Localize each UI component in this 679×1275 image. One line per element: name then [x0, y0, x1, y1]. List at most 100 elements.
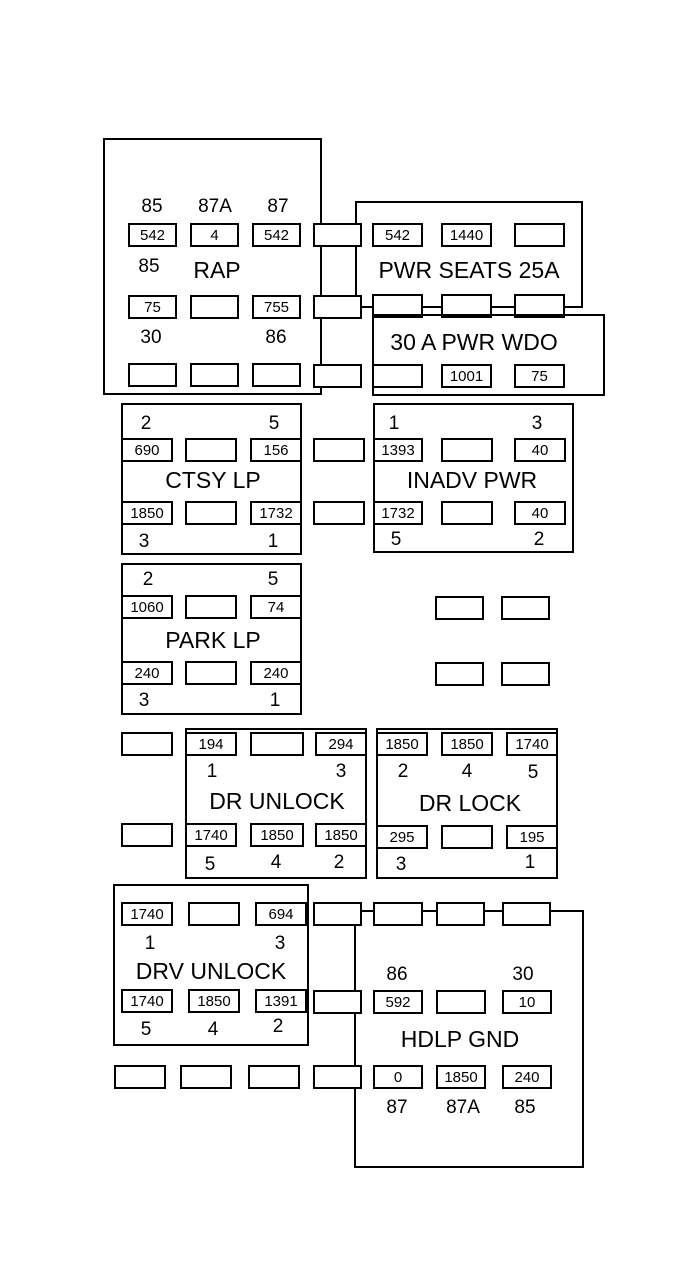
empty-cavity-7[interactable] [501, 596, 550, 620]
terminal-dr-unlock-6[interactable]: 1850 [315, 823, 367, 847]
terminal-inadv-pwr-1[interactable]: 1393 [373, 438, 423, 462]
terminal-ctsy-lp-5[interactable] [185, 501, 237, 525]
terminal-pwr-seats-25a-3[interactable] [514, 223, 565, 247]
terminal-rap-6[interactable]: 755 [252, 295, 301, 319]
terminal-ctsy-lp-2[interactable] [185, 438, 237, 462]
empty-cavity-1[interactable] [313, 223, 362, 247]
pin-label-inadv-pwr-1: 1 [388, 413, 400, 434]
terminal-ctsy-lp-1[interactable]: 690 [121, 438, 173, 462]
terminal-dr-lock-5[interactable] [441, 825, 493, 849]
empty-cavity-10[interactable] [121, 732, 173, 756]
terminal-rap-1[interactable]: 542 [128, 223, 177, 247]
relay-inadv-pwr[interactable] [373, 403, 574, 553]
pin-label-hdlp-gnd-5: 85 [514, 1097, 536, 1118]
terminal-hdlp-gnd-6[interactable]: 240 [502, 1065, 552, 1089]
terminal-ctsy-lp-3[interactable]: 156 [250, 438, 302, 462]
pin-label-dr-unlock-3: 5 [204, 854, 216, 875]
relay-pwr-seats-25a[interactable] [355, 201, 583, 308]
relay-title-hdlp-gnd: HDLP GND [400, 1026, 520, 1052]
empty-cavity-13[interactable] [373, 902, 423, 926]
empty-cavity-18[interactable] [114, 1065, 166, 1089]
relay-park-lp[interactable] [121, 563, 302, 715]
terminal-rap-7[interactable] [128, 363, 177, 387]
terminal-hdlp-gnd-2[interactable] [436, 990, 486, 1014]
terminal-park-lp-1[interactable]: 1060 [121, 595, 173, 619]
terminal-dr-lock-3[interactable]: 1740 [506, 732, 558, 756]
relay-rap[interactable] [103, 138, 322, 395]
pin-label-park-lp-1: 2 [142, 569, 154, 590]
terminal-rap-5[interactable] [190, 295, 239, 319]
pin-label-dr-lock-1: 2 [397, 761, 409, 782]
terminal-hdlp-gnd-1[interactable]: 592 [373, 990, 423, 1014]
terminal-30-a-pwr-wdo-1[interactable] [372, 364, 423, 388]
empty-cavity-17[interactable] [313, 1065, 362, 1089]
terminal-dr-lock-4[interactable]: 295 [376, 825, 428, 849]
empty-cavity-15[interactable] [502, 902, 551, 926]
terminal-drv-unlock-2[interactable] [188, 902, 240, 926]
terminal-drv-unlock-4[interactable]: 1740 [121, 989, 173, 1013]
pin-label-rap-6: 86 [265, 327, 287, 348]
terminal-dr-lock-6[interactable]: 195 [506, 825, 558, 849]
terminal-dr-unlock-4[interactable]: 1740 [185, 823, 237, 847]
terminal-hdlp-gnd-3[interactable]: 10 [502, 990, 552, 1014]
terminal-rap-2[interactable]: 4 [190, 223, 239, 247]
pin-label-drv-unlock-4: 4 [207, 1019, 219, 1040]
empty-cavity-5[interactable] [313, 501, 365, 525]
terminal-inadv-pwr-3[interactable]: 40 [514, 438, 566, 462]
terminal-inadv-pwr-5[interactable] [441, 501, 493, 525]
pin-label-rap-1: 85 [141, 196, 163, 217]
terminal-inadv-pwr-6[interactable]: 40 [514, 501, 566, 525]
terminal-park-lp-6[interactable]: 240 [250, 661, 302, 685]
terminal-hdlp-gnd-4[interactable]: 0 [373, 1065, 423, 1089]
terminal-drv-unlock-5[interactable]: 1850 [188, 989, 240, 1013]
terminal-park-lp-5[interactable] [185, 661, 237, 685]
terminal-rap-8[interactable] [190, 363, 239, 387]
empty-cavity-9[interactable] [501, 662, 550, 686]
terminal-dr-unlock-1[interactable]: 194 [185, 732, 237, 756]
terminal-dr-lock-1[interactable]: 1850 [376, 732, 428, 756]
terminal-dr-unlock-5[interactable]: 1850 [250, 823, 304, 847]
terminal-hdlp-gnd-5[interactable]: 1850 [436, 1065, 486, 1089]
terminal-rap-9[interactable] [252, 363, 301, 387]
relay-dr-lock[interactable] [376, 728, 558, 879]
terminal-pwr-seats-25a-2[interactable]: 1440 [441, 223, 492, 247]
relay-title-ctsy-lp: CTSY LP [165, 467, 261, 493]
relay-dr-unlock[interactable] [185, 728, 367, 879]
relay-title-pwr-seats-25a: PWR SEATS 25A [378, 257, 560, 283]
empty-cavity-2[interactable] [313, 295, 362, 319]
pin-label-ctsy-lp-1: 2 [140, 413, 152, 434]
relay-30-a-pwr-wdo[interactable] [372, 314, 605, 396]
empty-cavity-19[interactable] [180, 1065, 232, 1089]
terminal-30-a-pwr-wdo-2[interactable]: 1001 [441, 364, 492, 388]
empty-cavity-16[interactable] [313, 990, 362, 1014]
pin-label-dr-lock-4: 3 [395, 854, 407, 875]
empty-cavity-8[interactable] [435, 662, 484, 686]
terminal-park-lp-2[interactable] [185, 595, 237, 619]
terminal-drv-unlock-3[interactable]: 694 [255, 902, 307, 926]
empty-cavity-20[interactable] [248, 1065, 300, 1089]
empty-cavity-12[interactable] [313, 902, 362, 926]
terminal-rap-4[interactable]: 75 [128, 295, 177, 319]
terminal-park-lp-4[interactable]: 240 [121, 661, 173, 685]
relay-ctsy-lp[interactable] [121, 403, 302, 555]
empty-cavity-14[interactable] [436, 902, 485, 926]
terminal-inadv-pwr-2[interactable] [441, 438, 493, 462]
empty-cavity-6[interactable] [435, 596, 484, 620]
terminal-park-lp-3[interactable]: 74 [250, 595, 302, 619]
relay-drv-unlock[interactable] [113, 884, 309, 1046]
terminal-dr-unlock-3[interactable]: 294 [315, 732, 367, 756]
terminal-dr-unlock-2[interactable] [250, 732, 304, 756]
empty-cavity-3[interactable] [313, 364, 362, 388]
terminal-inadv-pwr-4[interactable]: 1732 [373, 501, 423, 525]
empty-cavity-11[interactable] [121, 823, 173, 847]
terminal-drv-unlock-6[interactable]: 1391 [255, 989, 307, 1013]
terminal-pwr-seats-25a-1[interactable]: 542 [372, 223, 423, 247]
terminal-ctsy-lp-6[interactable]: 1732 [250, 501, 302, 525]
pin-label-dr-unlock-4: 4 [270, 852, 282, 873]
empty-cavity-4[interactable] [313, 438, 365, 462]
terminal-ctsy-lp-4[interactable]: 1850 [121, 501, 173, 525]
terminal-drv-unlock-1[interactable]: 1740 [121, 902, 173, 926]
terminal-30-a-pwr-wdo-3[interactable]: 75 [514, 364, 565, 388]
terminal-dr-lock-2[interactable]: 1850 [441, 732, 493, 756]
terminal-rap-3[interactable]: 542 [252, 223, 301, 247]
